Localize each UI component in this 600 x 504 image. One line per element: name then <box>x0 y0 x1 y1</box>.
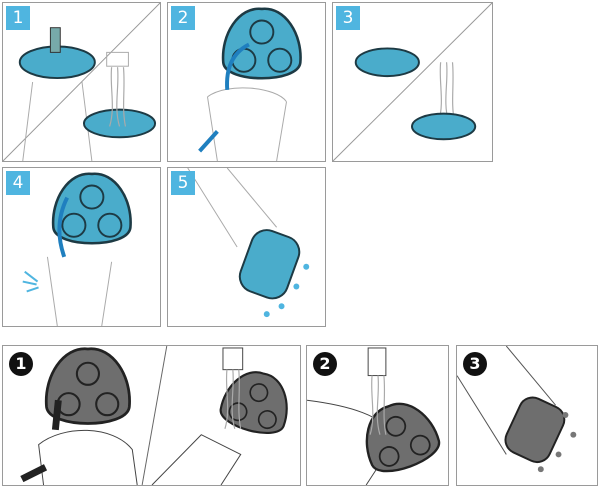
step-panel-5: 5 <box>167 167 326 327</box>
shaving-head-brush-and-rinse-icon <box>3 3 160 161</box>
step-number-badge: 1 <box>6 6 30 30</box>
step-panel-b1: 1 <box>2 345 301 486</box>
step-panel-3: 3 <box>332 2 493 162</box>
step-number-badge: 3 <box>463 352 487 376</box>
step-number-badge: 3 <box>336 6 360 30</box>
step-panel-b3: 3 <box>456 345 598 486</box>
step-panel-1: 1 <box>2 2 161 162</box>
shake-off-water-icon <box>187 168 310 318</box>
step-number-badge: 2 <box>313 352 337 376</box>
shake-off-water-icon <box>457 346 577 473</box>
close-shaving-head-icon <box>22 172 132 326</box>
step-number-badge: 4 <box>6 171 30 195</box>
step-panel-2: 2 <box>167 2 326 162</box>
step-number-badge: 1 <box>9 352 33 376</box>
brush-and-rinse-open-head-icon <box>333 3 492 161</box>
step-number-badge: 5 <box>171 171 195 195</box>
step-panel-4: 4 <box>2 167 161 327</box>
step-panel-b2: 2 <box>306 345 449 486</box>
open-and-rinse-head-icon <box>20 346 297 485</box>
step-number-badge: 2 <box>171 6 195 30</box>
rinse-closed-head-icon <box>307 347 446 485</box>
release-shaving-head-icon <box>198 7 302 161</box>
